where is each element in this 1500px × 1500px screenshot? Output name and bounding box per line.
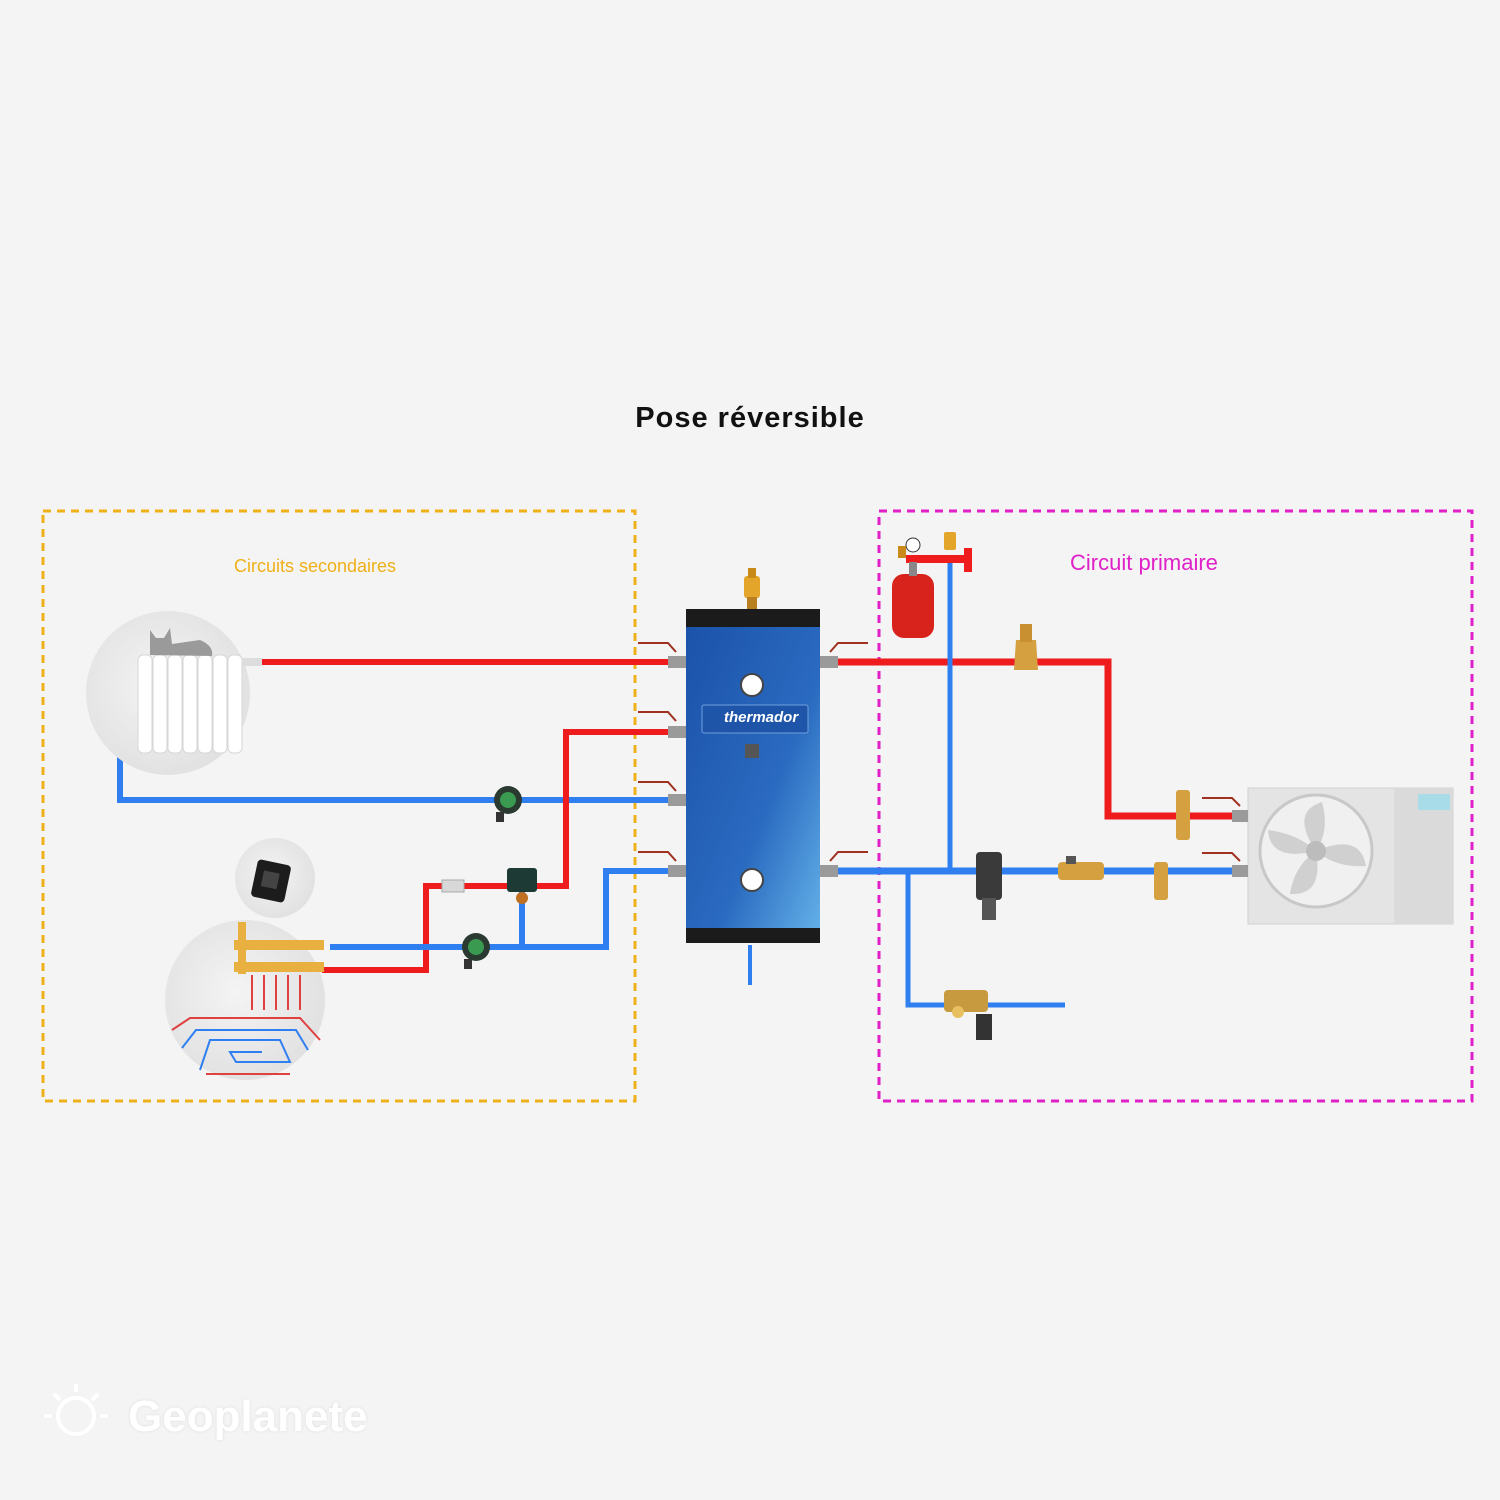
primary-zone-box [877,509,1474,1103]
valve-handles [638,642,868,862]
thermometer-icon [740,673,764,697]
valve-icon [1058,856,1104,880]
secondary-zone-label: Circuits secondaires [234,556,397,576]
buffer-tank [638,568,868,943]
circulator-pump-icon [494,786,522,822]
sensor-icon [441,879,465,893]
air-vent-icon [944,532,956,550]
primary-pipes [748,548,1244,1008]
brand-plate [701,704,809,734]
valve-icon [1176,790,1190,840]
fill-valve-icon [944,990,992,1040]
circulator-pump-icon [462,933,490,969]
radiator-icon [86,611,262,775]
tank-brand: thermador [724,709,799,726]
floor-heating-icon [165,920,325,1080]
mixing-valve-icon [507,868,537,904]
valve-icon [1154,862,1168,900]
air-vent-icon [744,568,760,609]
floor-return-pipe [330,868,680,950]
thermostat-icon [235,838,315,918]
cat-icon [150,628,213,656]
fill-branch-pipe [905,871,1065,1008]
safety-valve-icon [1014,624,1038,670]
secondary-pipes [117,659,680,973]
diagram-title: Pose réversible [635,402,865,434]
heat-pump-icon [1202,787,1454,925]
floor-supply-pipe [322,729,680,973]
watermark-text: Geoplanete [128,1392,368,1441]
thermometer-icon [740,868,764,892]
radiator-return-pipe [117,752,680,803]
sensor-pocket [745,744,759,758]
tank-fittings [668,656,838,877]
filter-icon [976,852,1002,920]
logo-sun-icon [44,1384,108,1436]
expansion-vessel-icon [892,537,934,638]
heat-pump-fan-icon [1258,793,1374,909]
primary-zone-label: Circuit primaire [1070,550,1218,575]
secondary-zone-box [41,509,637,1103]
